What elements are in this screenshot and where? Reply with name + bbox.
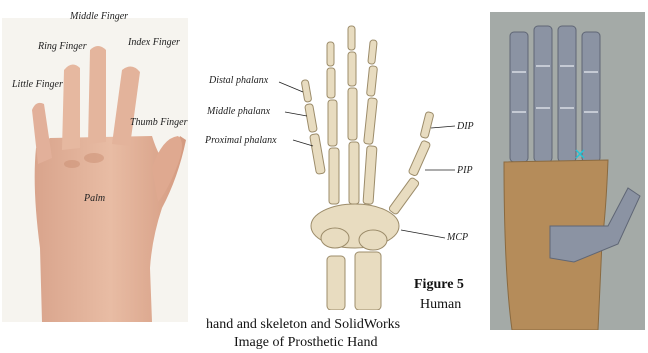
caption-line-1: Human [420, 298, 461, 312]
skeleton-illustration [205, 12, 485, 310]
cad-illustration [490, 12, 645, 330]
label-pip: PIP [457, 166, 473, 176]
hand-photo: Middle Finger Ring Finger Index Finger L… [2, 18, 188, 322]
label-distal-phalanx: Distal phalanx [209, 76, 268, 86]
label-middle-phalanx: Middle phalanx [207, 107, 270, 117]
prosthetic-hand-render [490, 12, 645, 330]
label-index-finger: Index Finger [128, 38, 180, 48]
label-proximal-phalanx: Proximal phalanx [205, 136, 277, 146]
label-middle-finger: Middle Finger [70, 12, 128, 22]
label-ring-finger: Ring Finger [38, 42, 87, 52]
label-thumb-finger: Thumb Finger [130, 118, 188, 128]
label-little-finger: Little Finger [12, 80, 63, 90]
figure-number: Figure 5 [414, 278, 464, 292]
label-palm: Palm [84, 194, 105, 204]
caption-line-3: Image of Prosthetic Hand [234, 336, 377, 350]
caption-line-2: hand and skeleton and SolidWorks [206, 318, 400, 332]
label-dip: DIP [457, 122, 474, 132]
hand-illustration [2, 18, 188, 322]
label-mcp: MCP [447, 233, 468, 243]
hand-skeleton: Distal phalanx Middle phalanx Proximal p… [205, 12, 485, 310]
